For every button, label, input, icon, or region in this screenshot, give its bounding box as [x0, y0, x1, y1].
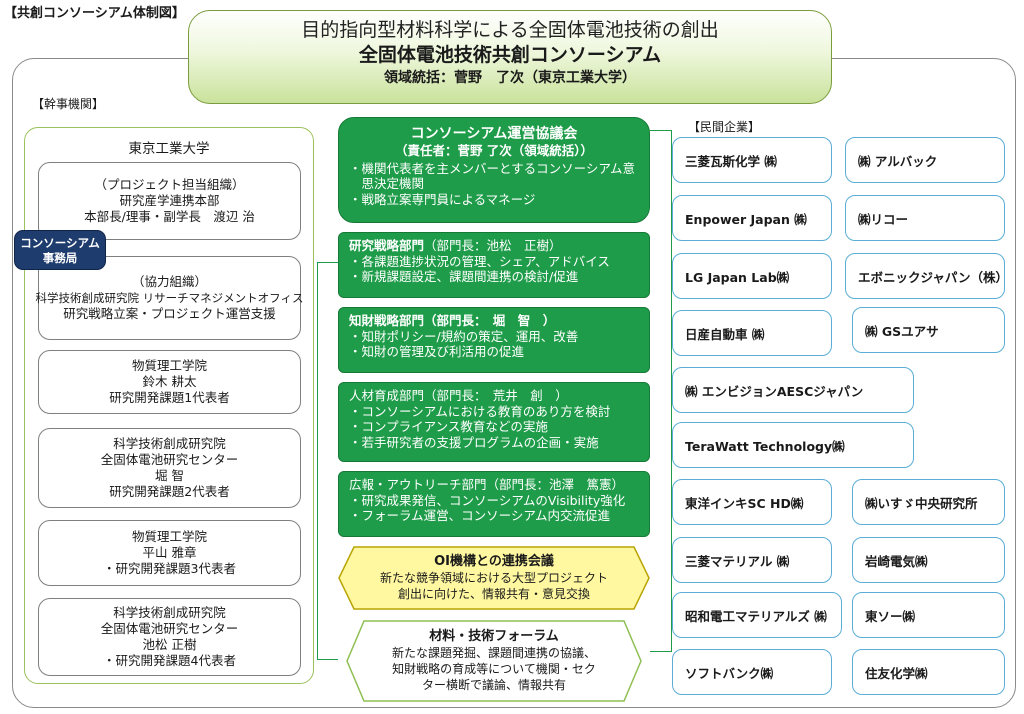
private-companies-label: 【民間企業】	[688, 120, 761, 134]
dept-head: （部門長： 堀 智 ）	[424, 313, 556, 328]
org-box-theme1: 物質理工学院 鈴木 耕太 研究開発課題1代表者	[38, 350, 301, 414]
org-box-line: 研究開発課題1代表者	[109, 390, 230, 405]
dept-bullet: ・知財の管理及び利活用の促進	[349, 344, 525, 359]
org-box-theme2: 科学技術創成研究院 全固体電池研究センター 堀 智 研究開発課題2代表者	[38, 428, 301, 508]
council-bullet: 思決定機関	[349, 176, 425, 191]
dept-head: （部門長：池澤 篤憲）	[486, 477, 625, 492]
org-box-line: 堀 智	[155, 468, 184, 483]
company-box: 岩崎電気㈱	[852, 537, 1005, 583]
company-box: 東洋インキSC HD㈱	[672, 479, 832, 525]
dept-name: 人材育成部門	[349, 388, 425, 403]
consortium-office-badge: コンソーシアム 事務局	[14, 230, 106, 270]
org-box-line: 鈴木 耕太	[142, 374, 197, 389]
org-box-line: ・研究開発課題3代表者	[103, 561, 236, 576]
title-line-1: 目的指向型材料科学による全固体電池技術の創出	[301, 19, 719, 41]
org-box-line: ・研究開発課題4代表者	[103, 653, 236, 668]
dept-name: 広報・アウトリーチ部門	[349, 477, 487, 492]
company-box: TeraWatt Technology㈱	[672, 422, 914, 468]
oi-meeting-box: OI機構との連携会議 新たな競争領域における大型プロジェクト 創出に向けた、情報…	[338, 546, 650, 610]
company-box: 日産自動車 ㈱	[672, 310, 832, 356]
org-box-line: 科学技術創成研究院	[113, 605, 226, 620]
org-box-cooperation: （協力組織） 科学技術創成研究院 リサーチマネジメントオフィス 研究戦略立案・プ…	[35, 256, 304, 340]
org-box-line: 物質理工学院	[131, 529, 207, 544]
oi-meeting-line: 新たな競争領域における大型プロジェクト	[379, 571, 608, 585]
org-box-line: 科学技術創成研究院 リサーチマネジメントオフィス	[35, 291, 304, 305]
company-box: 昭和電工マテリアルズ ㈱	[672, 592, 842, 638]
dept-bullet: ・若手研究者の支援プログラムの企画・実施	[349, 434, 599, 450]
company-box: ソフトバンク㈱	[672, 649, 832, 695]
org-box-line: （プロジェクト担当組織）	[94, 177, 245, 192]
org-box-line: 全固体電池研究センター	[100, 621, 239, 636]
org-box-line: 研究開発課題2代表者	[109, 484, 230, 499]
title-box: 目的指向型材料科学による全固体電池技術の創出 全固体電池技術共創コンソーシアム …	[188, 10, 832, 104]
org-box-theme3: 物質理工学院 平山 雅章 ・研究開発課題3代表者	[38, 520, 301, 586]
dept-ip-strategy: 知財戦略部門（部門長： 堀 智 ） ・知財ポリシー/規約の策定、運用、改善 ・知…	[338, 307, 650, 373]
dept-bullet: ・フォーラム運営、コンソーシアム内交流促進	[349, 508, 611, 523]
council-subtitle: （責任者：菅野 了次（領域統括））	[394, 143, 594, 158]
company-box: 東ソー㈱	[852, 592, 1005, 638]
company-box: ㈱ エンビジョンAESCジャパン	[672, 367, 914, 413]
diagram-label: 【共創コンソーシアム体制図】	[4, 6, 185, 21]
org-box-line: 池松 正樹	[142, 637, 197, 652]
council-bullet: ・機関代表者を主メンバーとするコンソーシアム意	[349, 160, 636, 176]
dept-bullet: ・新規課題設定、課題間連携の検討/促進	[349, 269, 579, 284]
dept-bullet: ・コンプライアンス教育などの実施	[349, 419, 548, 434]
dept-name: 知財戦略部門	[349, 313, 425, 328]
org-box-line: 平山 雅章	[142, 545, 197, 560]
badge-line: 事務局	[42, 251, 78, 265]
org-box-line: 物質理工学院	[131, 358, 207, 373]
dept-bullet: ・知財ポリシー/規約の策定、運用、改善	[349, 328, 579, 344]
company-box: ㈱ アルバック	[845, 137, 1005, 183]
dept-name: 研究戦略部門	[349, 238, 425, 253]
managing-org-panel	[24, 127, 314, 684]
company-box: ㈱ GSユアサ	[852, 307, 1005, 353]
org-box-project: （プロジェクト担当組織） 研究産学連携本部 本部長/理事・副学長 渡辺 治	[38, 162, 301, 240]
forum-title: 材料・技術フォーラム	[429, 629, 559, 644]
org-box-line: 本部長/理事・副学長 渡辺 治	[84, 209, 255, 224]
org-box-line: 研究戦略立案・プロジェクト運営支援	[63, 306, 276, 321]
council-box: コンソーシアム運営協議会 （責任者：菅野 了次（領域統括）） ・機関代表者を主メ…	[338, 117, 650, 223]
forum-line: 知財戦略の育成等について機関・セク	[392, 662, 596, 676]
org-box-line: （協力組織）	[131, 274, 207, 289]
dept-research-strategy: 研究戦略部門（部門長：池松 正樹） ・各課題進捗状況の管理、シェア、アドバイス …	[338, 232, 650, 298]
right-bracket-connector	[650, 130, 672, 652]
title-line-3: 領域統括：菅野 了次（東京工業大学）	[384, 70, 636, 86]
council-bullet: ・戦略立案専門員によるマネージ	[349, 191, 536, 207]
managing-org-label: 【幹事機関】	[32, 97, 105, 111]
forum-line: ター横断で議論、情報共有	[421, 678, 566, 692]
company-box: Enpower Japan ㈱	[672, 195, 832, 241]
council-title: コンソーシアム運営協議会	[410, 126, 578, 142]
org-box-line: 科学技術創成研究院	[113, 436, 226, 451]
org-box-line: 研究産学連携本部	[119, 193, 220, 208]
dept-head: （部門長： 荒井 創 ）	[424, 388, 568, 403]
company-box: エボニックジャパン（株）	[845, 253, 1008, 299]
company-box: 三菱マテリアル ㈱	[672, 537, 832, 583]
company-box: ㈱いすゞ中央研究所	[852, 479, 1005, 525]
dept-pr-outreach: 広報・アウトリーチ部門（部門長：池澤 篤憲） ・研究成果発信、コンソーシアムのV…	[338, 471, 650, 537]
dept-bullet: ・各課題進捗状況の管理、シェア、アドバイス	[349, 253, 610, 269]
company-box: 住友化学㈱	[852, 649, 1005, 695]
company-box: LG Japan Lab㈱	[672, 253, 832, 299]
oi-meeting-title: OI機構との連携会議	[434, 554, 554, 569]
managing-org-title: 東京工業大学	[128, 141, 210, 157]
dept-bullet: ・コンソーシアムにおける教育のあり方を検討	[349, 403, 611, 419]
forum-box: 材料・技術フォーラム 新たな課題発掘、課題間連携の協議、 知財戦略の育成等につい…	[346, 620, 642, 702]
org-box-line: 全固体電池研究センター	[100, 452, 239, 467]
company-box: ㈱リコー	[845, 195, 1005, 241]
left-bracket-connector	[317, 262, 338, 660]
badge-line: コンソーシアム	[20, 236, 100, 250]
dept-head: （部門長：池松 正樹）	[424, 238, 562, 253]
title-line-2: 全固体電池技術共創コンソーシアム	[358, 44, 662, 66]
dept-bullet: ・研究成果発信、コンソーシアムのVisibility強化	[349, 492, 626, 508]
org-box-theme4: 科学技術創成研究院 全固体電池研究センター 池松 正樹 ・研究開発課題4代表者	[38, 598, 301, 676]
oi-meeting-line: 創出に向けた、情報共有・意見交換	[397, 587, 590, 601]
company-box: 三菱瓦斯化学 ㈱	[672, 137, 832, 183]
forum-line: 新たな課題発掘、課題間連携の協議、	[391, 646, 596, 660]
dept-hr-development: 人材育成部門（部門長： 荒井 創 ） ・コンソーシアムにおける教育のあり方を検討…	[338, 382, 650, 462]
